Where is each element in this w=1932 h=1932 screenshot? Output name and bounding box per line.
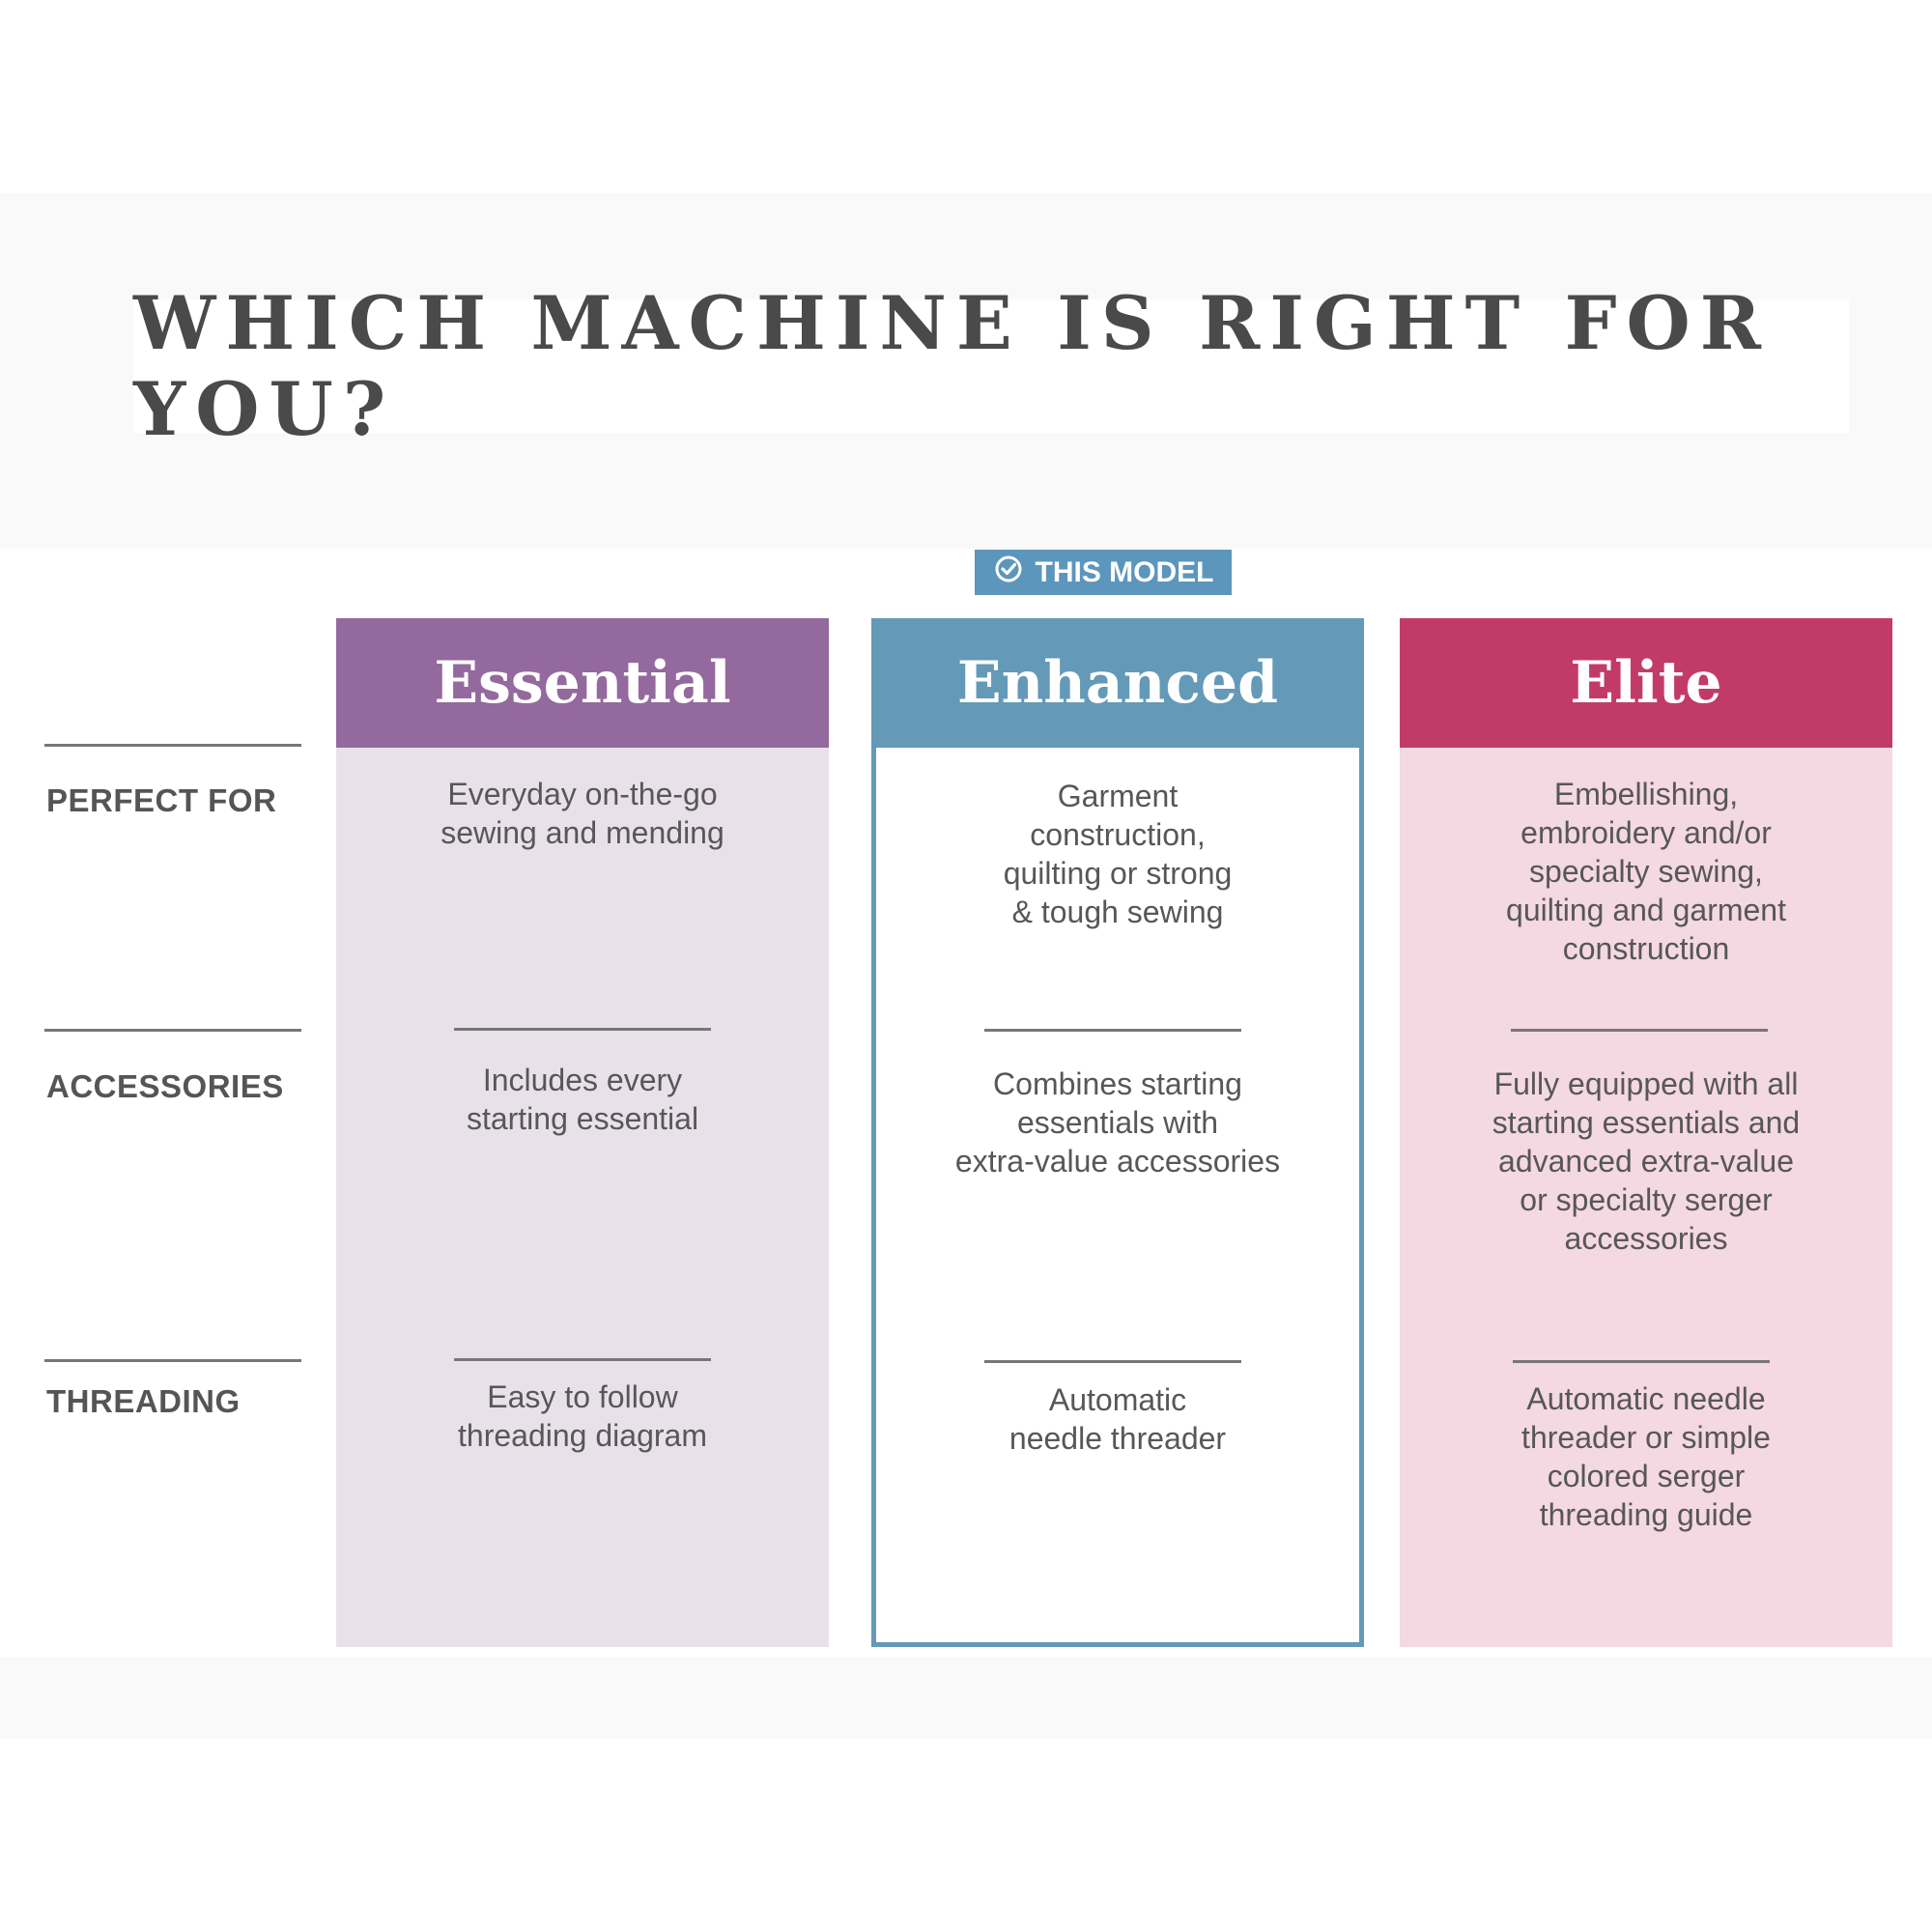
row-divider — [44, 744, 301, 747]
cell-divider — [454, 1028, 711, 1031]
row-divider — [44, 1359, 301, 1362]
cell-divider — [984, 1029, 1241, 1032]
this-model-badge: THIS MODEL — [975, 550, 1232, 595]
row-label-threading: THREADING — [46, 1383, 241, 1419]
check-circle-icon — [993, 554, 1024, 592]
row-label-accessories: ACCESSORIES — [46, 1068, 284, 1104]
page-title: WHICH MACHINE IS RIGHT FOR YOU? — [133, 280, 1771, 452]
column-title: Elite — [1400, 618, 1892, 748]
column-title: Essential — [336, 618, 829, 748]
title-panel — [133, 299, 1849, 433]
cell-divider — [1513, 1360, 1770, 1363]
cell-divider — [454, 1358, 711, 1361]
column-title: Enhanced — [871, 618, 1364, 748]
row-divider — [44, 1029, 301, 1032]
row-label-perfect-for: PERFECT FOR — [46, 782, 277, 818]
cell-divider — [1511, 1029, 1768, 1032]
cell-divider — [984, 1360, 1241, 1363]
badge-label: THIS MODEL — [1035, 555, 1214, 588]
